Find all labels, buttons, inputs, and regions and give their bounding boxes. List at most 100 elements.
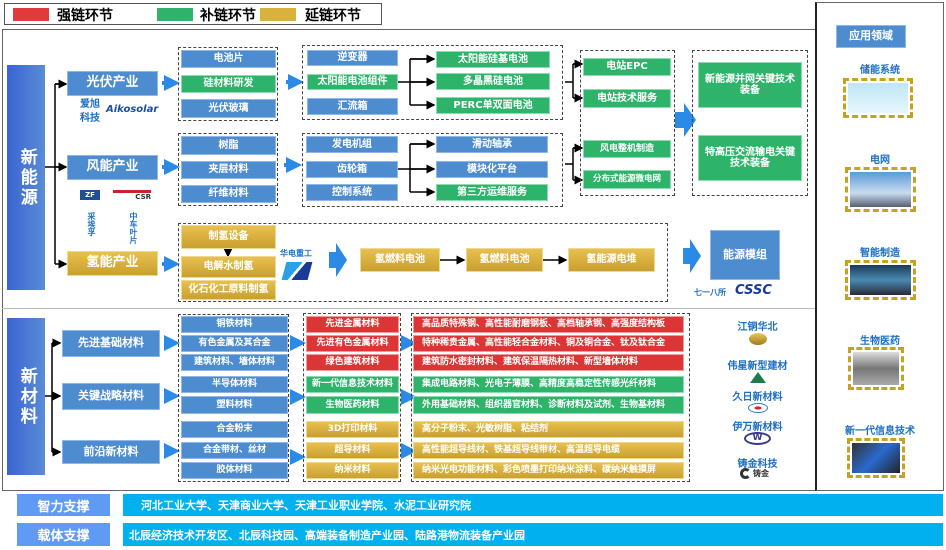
material-type[interactable]: 纳米材料 [306,462,399,479]
material-item[interactable]: 胶体材料 [181,462,288,479]
services-group [580,50,675,196]
application-image [845,167,916,212]
zf-logo: ZF [80,190,100,200]
pv-component[interactable]: 逆变器 [307,50,398,66]
material-item[interactable]: 塑料材料 [181,396,288,414]
material-products-group [411,313,690,482]
material-item[interactable]: 铜铁材料 [181,316,288,333]
material-type[interactable]: 绿色建筑材料 [306,354,399,371]
material-item[interactable]: 半导体材料 [181,376,288,393]
material-item[interactable]: 合金带材、丝材 [181,442,288,459]
pv-product[interactable]: 太阳能硅基电池 [436,51,550,68]
material-category[interactable]: 先进基础材料 [62,330,160,357]
company-zhujin: 铸金科技 [737,459,778,470]
pv-product[interactable]: PERC单双面电池 [436,97,550,114]
application-photo [852,443,900,473]
service-item[interactable]: 分布式能源微电网 [583,170,671,189]
equipment-group [692,50,808,196]
application-label: 智能制造 [860,248,900,259]
wind-materials-group [178,133,278,206]
jiuri-logo [748,403,768,413]
material-type[interactable]: 超导材料 [306,442,399,459]
application-label: 新一代信息技术 [845,426,915,437]
company-huadian: 华电重工 [280,249,312,258]
wind-product[interactable]: 第三方运维服务 [436,184,548,201]
industry-pv[interactable]: 光伏产业 [67,71,158,96]
pv-component[interactable]: 汇流箱 [307,98,398,115]
wind-material[interactable]: 夹层材料 [181,161,276,179]
support-label: 载体支撑 [17,523,110,546]
support-label: 智力支撑 [17,494,110,516]
material-type[interactable]: 生物医药材料 [306,396,399,414]
company-weixing: 伟星新型建材 [727,361,788,372]
application-label: 生物医药 [860,336,900,347]
material-product[interactable]: 外用基础材料、组织器官材料、诊断材料及试剂、生物基材料 [413,396,684,414]
wind-material[interactable]: 树脂 [181,136,276,155]
material-product[interactable]: 纳米光电功能材料、彩色喷墨打印纳米涂料、碳纳米触摸屏 [413,462,684,479]
zhujin-logo-mark [740,468,751,479]
material-item[interactable]: 建筑材料、墙体材料 [181,354,288,371]
zhujin-logo: 铸金 [740,468,769,479]
material-type[interactable]: 先进金属材料 [306,316,399,333]
service-item[interactable]: 电站EPC [583,58,671,76]
material-product[interactable]: 高分子粉末、光敏树脂、粘结剂 [413,421,684,438]
pv-material[interactable]: 电池片 [181,50,276,68]
industry-hydrogen[interactable]: 氢能产业 [67,251,158,276]
h2-production[interactable]: 制氢设备 [181,225,276,249]
material-item[interactable]: 有色金属及其合金 [181,335,288,352]
wind-component[interactable]: 控制系统 [306,184,398,201]
new-materials-label: 新材料 [7,318,45,475]
material-product[interactable]: 建筑防水密封材料、建筑保温隔热材料、新型墙体材料 [413,354,684,371]
tree-line-services-wind [565,147,582,180]
material-category[interactable]: 关键战略材料 [62,383,160,410]
application-photo [850,172,911,207]
wind-product[interactable]: 滑动轴承 [436,136,548,153]
company-aixu: 爱旭科技 [80,99,100,124]
equipment-item[interactable]: 特高压交流输电关键技术装备 [698,135,802,181]
pv-material[interactable]: 光伏玻璃 [181,99,276,118]
yiwan-logo: W [744,432,771,445]
wind-component[interactable]: 齿轮箱 [306,161,398,178]
wind-component[interactable]: 发电机组 [306,136,398,153]
company-718: 七一八所 [694,288,726,297]
wind-material[interactable]: 纤维材料 [181,185,276,203]
h2-chain[interactable]: 氢燃料电池 [466,248,543,272]
pv-material[interactable]: 硅材料研发 [181,75,276,93]
h2-production[interactable]: 化石化工原料制氢 [181,280,276,300]
pv-component[interactable]: 太阳能电池组件 [307,74,398,90]
application-image [848,347,904,390]
material-product[interactable]: 高性能超导线材、铁基超导线带材、高温超导电缆 [413,442,684,459]
company-jiuri: 久日新材料 [732,392,783,403]
cssc-logo: CSSC [735,283,772,298]
legend-label-extend: 延链环节 [305,8,361,24]
material-type[interactable]: 先进有色金属材料 [306,335,399,352]
material-product[interactable]: 特种稀贵金属、高性能轻合金材料、铜及铜合金、钛及钛合金 [413,335,684,352]
new-energy-label: 新能源 [7,65,45,290]
pv-product[interactable]: 多晶黑硅电池 [436,73,550,90]
equipment-item[interactable]: 新能源并网关键技术装备 [698,62,802,108]
material-type[interactable]: 新一代信息技术材料 [306,376,399,393]
h2-production[interactable]: 电解水制氢 [181,256,276,278]
tree-line-energy [45,83,66,264]
energy-module[interactable]: 能源模组 [710,230,780,280]
section-divider [2,308,815,309]
wind-components-group [302,133,563,207]
h2-chain[interactable]: 氢能源电堆 [568,248,655,272]
application-photo [848,83,908,113]
big-arrow-equipment [675,103,696,137]
material-product[interactable]: 高品质特殊钢、高性能耐磨钢板、高档轴承钢、高强度结构板 [413,316,684,333]
material-product[interactable]: 集成电路材料、光电子薄膜、高精度高稳定性传感光纤材料 [413,376,684,393]
material-type[interactable]: 3D打印材料 [306,421,399,438]
application-photo [850,265,911,295]
service-item[interactable]: 电站技术服务 [583,89,671,108]
weixing-logo [750,372,766,383]
material-category[interactable]: 前沿新材料 [62,440,160,464]
industry-wind[interactable]: 风能产业 [67,155,158,180]
h2-chain[interactable]: 氢燃料电池 [360,248,440,272]
company-yiwan: 伊万新材料 [732,422,783,433]
service-item[interactable]: 风电整机制造 [583,140,671,158]
material-item[interactable]: 合金粉末 [181,421,288,438]
applications-title: 应用领域 [836,25,906,48]
wind-product[interactable]: 模块化平台 [436,161,548,178]
company-zf: 采埃孚 [87,212,96,236]
